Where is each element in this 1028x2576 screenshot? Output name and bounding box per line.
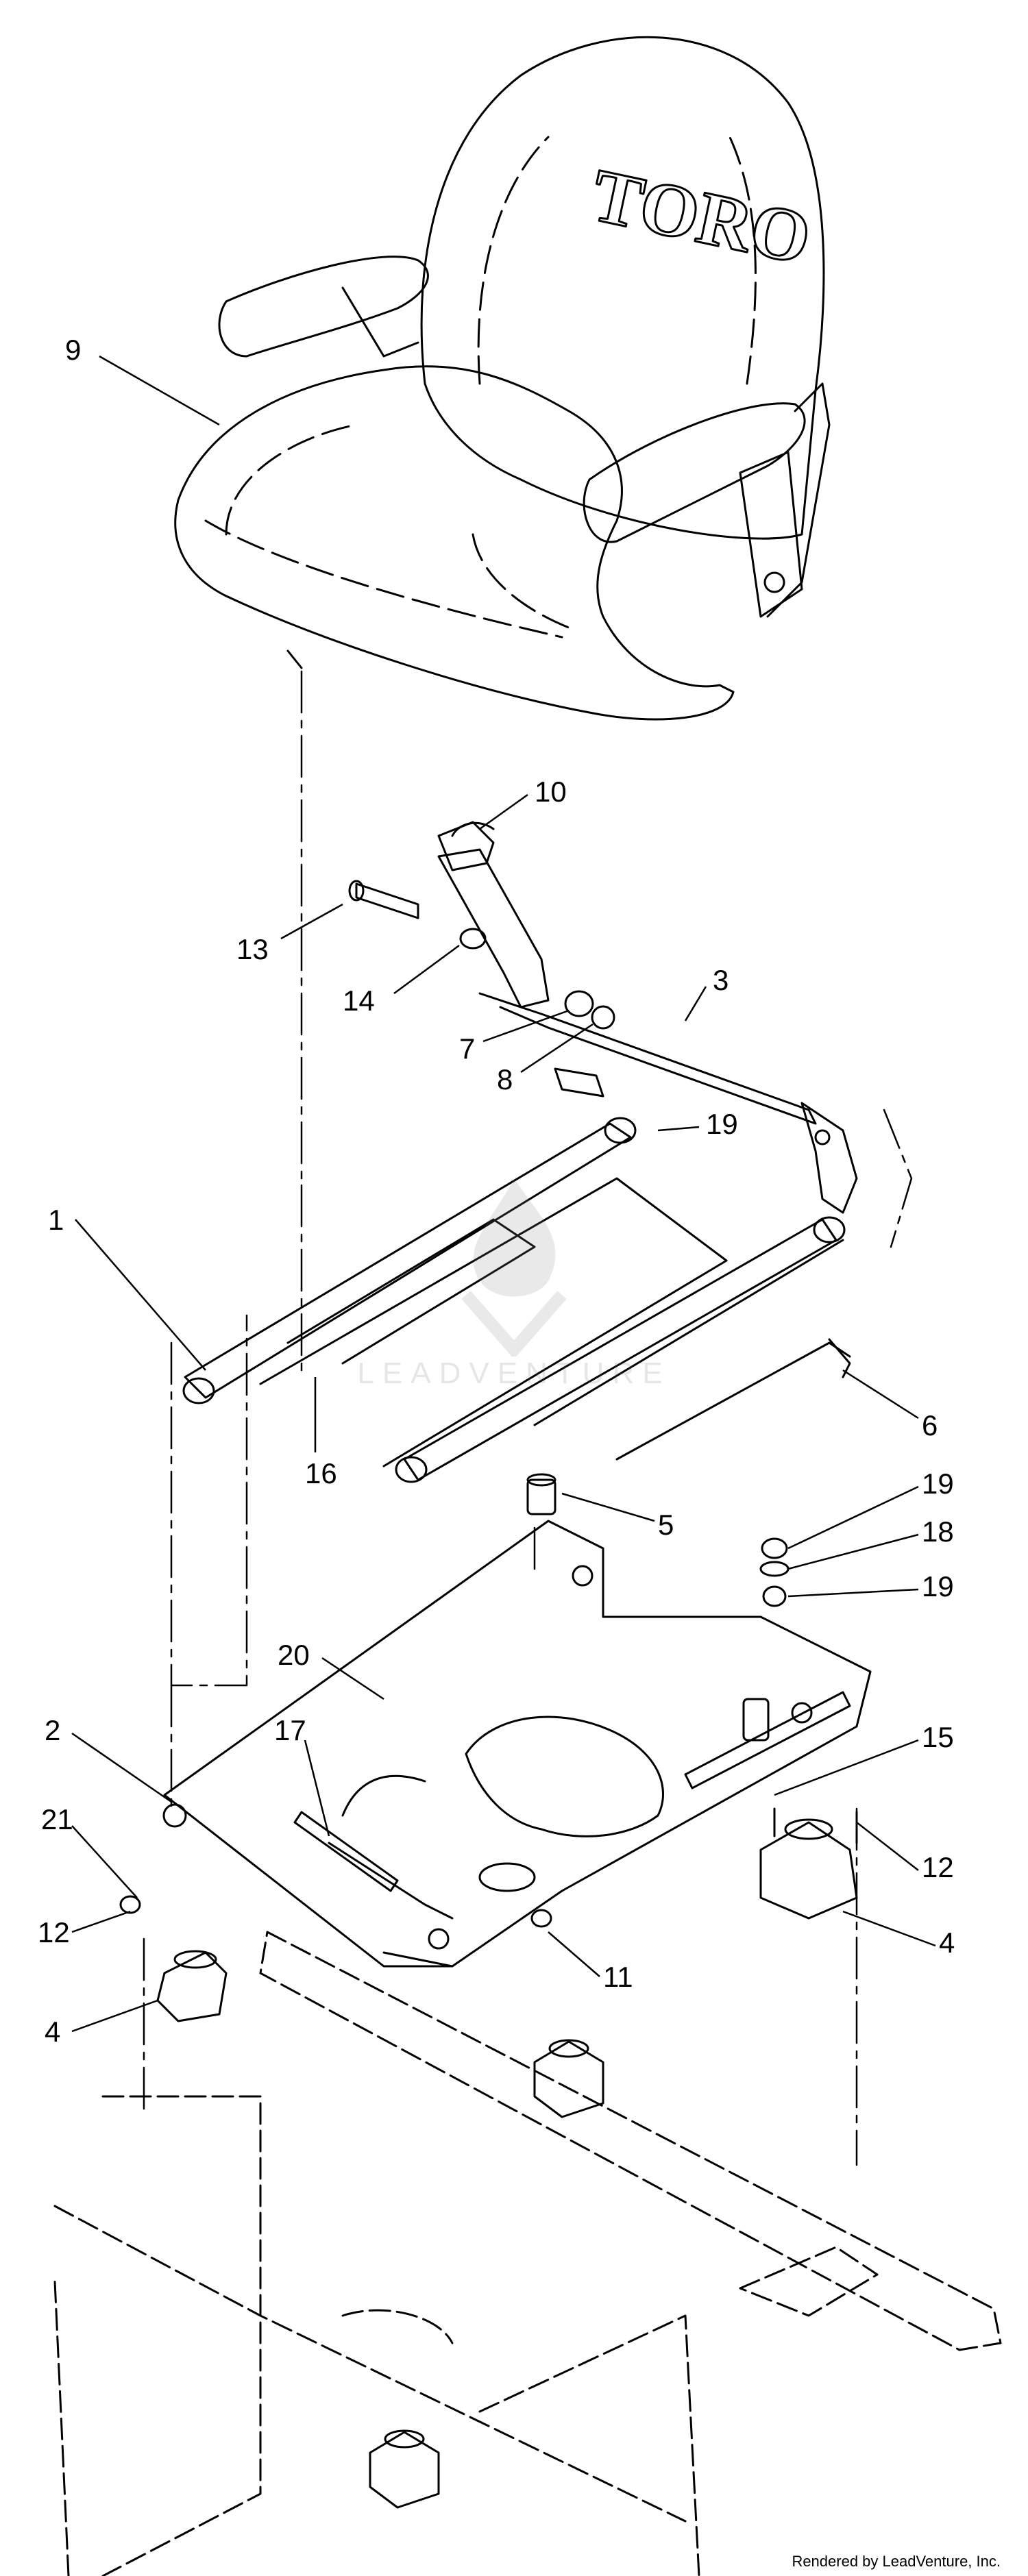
hinge-pin bbox=[293, 1811, 399, 1892]
seat-track-frame bbox=[182, 1067, 846, 1483]
callout-18: 18 bbox=[922, 1515, 954, 1548]
callout-3: 3 bbox=[713, 964, 729, 996]
seat-assembly: TORO bbox=[174, 36, 831, 721]
pivot-bolt bbox=[348, 880, 487, 950]
callout-11: 11 bbox=[603, 1961, 633, 1993]
isolator-mounts bbox=[156, 1818, 858, 2509]
rubber-bumper bbox=[526, 1473, 556, 1515]
seat-mount-plate bbox=[162, 1520, 872, 1968]
lever-bushings bbox=[564, 990, 615, 1030]
frame-rails bbox=[53, 1931, 1002, 2576]
callout-16: 16 bbox=[305, 1457, 337, 1489]
latch-rod bbox=[615, 1338, 851, 1461]
callout-21: 21 bbox=[41, 1803, 73, 1835]
callout-4-left: 4 bbox=[45, 2016, 61, 2048]
callout-6: 6 bbox=[922, 1409, 938, 1441]
callout-2: 2 bbox=[45, 1714, 61, 1746]
callout-12-left: 12 bbox=[38, 1916, 70, 1948]
callout-9: 9 bbox=[65, 334, 82, 366]
callout-19-low: 19 bbox=[922, 1570, 954, 1602]
callout-4-right: 4 bbox=[939, 1927, 955, 1959]
footer-credit: Rendered by LeadVenture, Inc. bbox=[792, 2553, 1001, 2570]
callout-20: 20 bbox=[278, 1639, 310, 1671]
callout-8: 8 bbox=[497, 1063, 513, 1095]
adjust-lever bbox=[437, 821, 858, 1214]
callout-17: 17 bbox=[274, 1714, 306, 1746]
callout-7: 7 bbox=[459, 1032, 476, 1065]
plate-fasteners bbox=[119, 1537, 858, 1928]
seat-brand-logo: TORO bbox=[585, 153, 818, 280]
callout-15: 15 bbox=[922, 1721, 954, 1753]
callout-13: 13 bbox=[236, 933, 269, 965]
callout-19-top: 19 bbox=[706, 1108, 738, 1140]
callout-14: 14 bbox=[343, 984, 375, 1017]
alignment-lines bbox=[143, 670, 913, 2166]
callout-12-right: 12 bbox=[922, 1851, 954, 1883]
callout-5: 5 bbox=[658, 1509, 674, 1541]
callout-19-mid: 19 bbox=[922, 1467, 954, 1500]
callout-1: 1 bbox=[48, 1204, 64, 1236]
callout-10: 10 bbox=[535, 776, 567, 808]
